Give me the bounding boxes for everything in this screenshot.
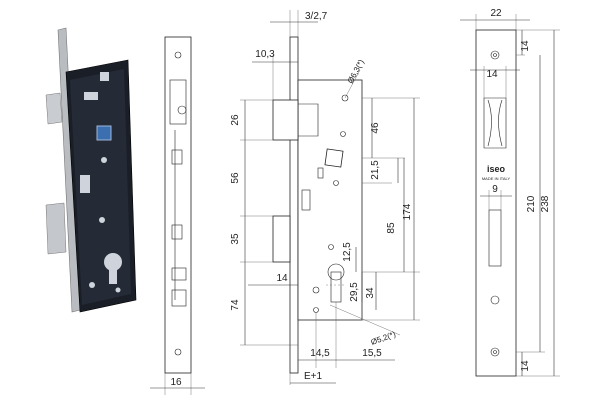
dim-backset-total: E+1 (304, 371, 323, 382)
side-hole-bottom (313, 307, 319, 313)
dim-bottom-block: 74 (230, 299, 241, 311)
dim-faceplate-thickness: 16 (170, 377, 182, 388)
dim-deadbolt-height: 35 (230, 233, 241, 245)
dim-backset-left: 14,5 (310, 348, 330, 359)
dim-cyl-spacing: 12,5 (342, 242, 353, 262)
dim-square-to-cyl: 85 (386, 222, 397, 234)
side-hole-top (341, 94, 349, 102)
strike-screw-top (490, 50, 500, 60)
lock-photo-bolt (45, 202, 67, 255)
lock-photo-spindle (96, 125, 112, 141)
dim-strike-width: 22 (490, 8, 502, 19)
dim-latch-to-square: 46 (370, 122, 381, 134)
dim-hole-dia-bottom: Ø5,2(*) (370, 329, 398, 346)
dim-case-height: 174 (402, 203, 413, 220)
faceplate-outline (164, 36, 192, 374)
lock-photo (45, 27, 137, 313)
dim-deadbolt-width: 14 (276, 273, 288, 284)
faceplate-latch-window (169, 79, 187, 125)
strike-brand-logo: iseo (487, 164, 506, 174)
dim-cyl-offset-b: 34 (365, 287, 376, 299)
dim-strike-hole-top: 14 (520, 40, 531, 52)
dim-cyl-offset-a: 29,5 (349, 282, 360, 302)
faceplate-screw-top (174, 51, 182, 59)
side-latch (272, 99, 299, 141)
dim-case-offset: 10,3 (255, 49, 275, 60)
dim-strike-hole-bottom: 14 (520, 360, 531, 372)
strike-outline (475, 29, 517, 377)
faceplate-screw-bottom (174, 348, 182, 356)
dim-strike-bolt-width: 9 (492, 184, 498, 195)
lock-photo-slot (100, 72, 109, 81)
dim-hole-dia-top: Ø6,3(*) (346, 58, 366, 85)
side-deadbolt (272, 215, 291, 263)
side-case (297, 79, 363, 321)
dim-backset-note: 3/2,7 (305, 11, 328, 22)
lock-side-view: 3/2,7 10,3 26 56 35 74 14 46 21,5 85 174 (230, 10, 420, 385)
dim-strike-inner-height: 210 (526, 195, 537, 212)
dim-strike-latch-width: 14 (486, 69, 498, 80)
strike-latch-opening (483, 97, 507, 149)
side-faceplate (289, 36, 299, 374)
dim-backset-right: 15,5 (362, 348, 382, 359)
strike-bolt-opening (488, 209, 502, 267)
side-spindle-square (324, 148, 344, 168)
dim-latch-height: 26 (230, 114, 241, 126)
dim-square-to-hole: 21,5 (370, 160, 381, 180)
strike-screw-bottom (490, 347, 500, 357)
faceplate-front-view: 16 (150, 36, 205, 395)
dim-square-block: 56 (230, 172, 241, 184)
dim-strike-total-height: 238 (540, 195, 551, 212)
side-cylinder-hole (327, 263, 345, 281)
strike-made-in: MADE IN ITALY (482, 176, 511, 181)
strike-plate-view: iseo MADE IN ITALY 22 14 14 9 210 238 (460, 8, 560, 377)
lock-photo-latch (45, 92, 63, 125)
